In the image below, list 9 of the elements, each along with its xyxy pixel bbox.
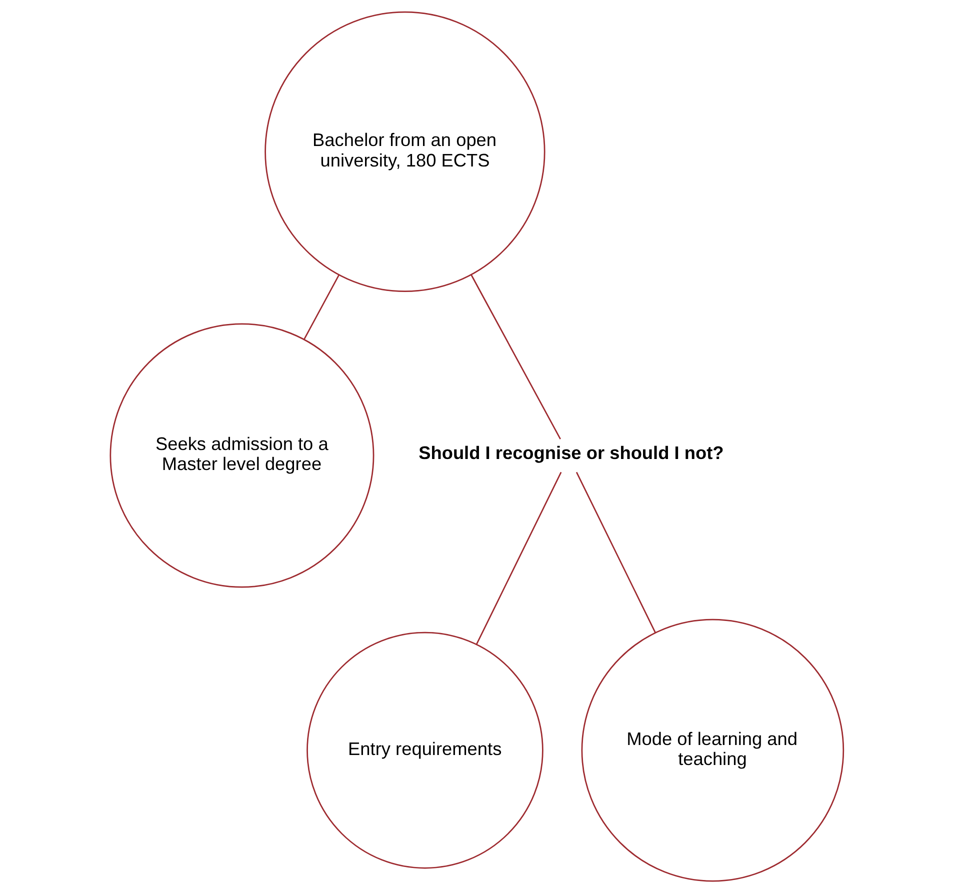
node-circle: Bachelor from an open university, 180 ECTS [264, 11, 545, 292]
connector [470, 274, 560, 440]
connector [575, 472, 656, 633]
node-text: Should I recognise or should I not? [418, 443, 724, 464]
connector [475, 472, 562, 645]
node-circle: Seeks admission to a Master level degree [109, 323, 374, 588]
node-circle: Entry requirements [306, 632, 543, 869]
node-circle: Mode of learning and teaching [580, 618, 844, 882]
connector [302, 274, 339, 340]
